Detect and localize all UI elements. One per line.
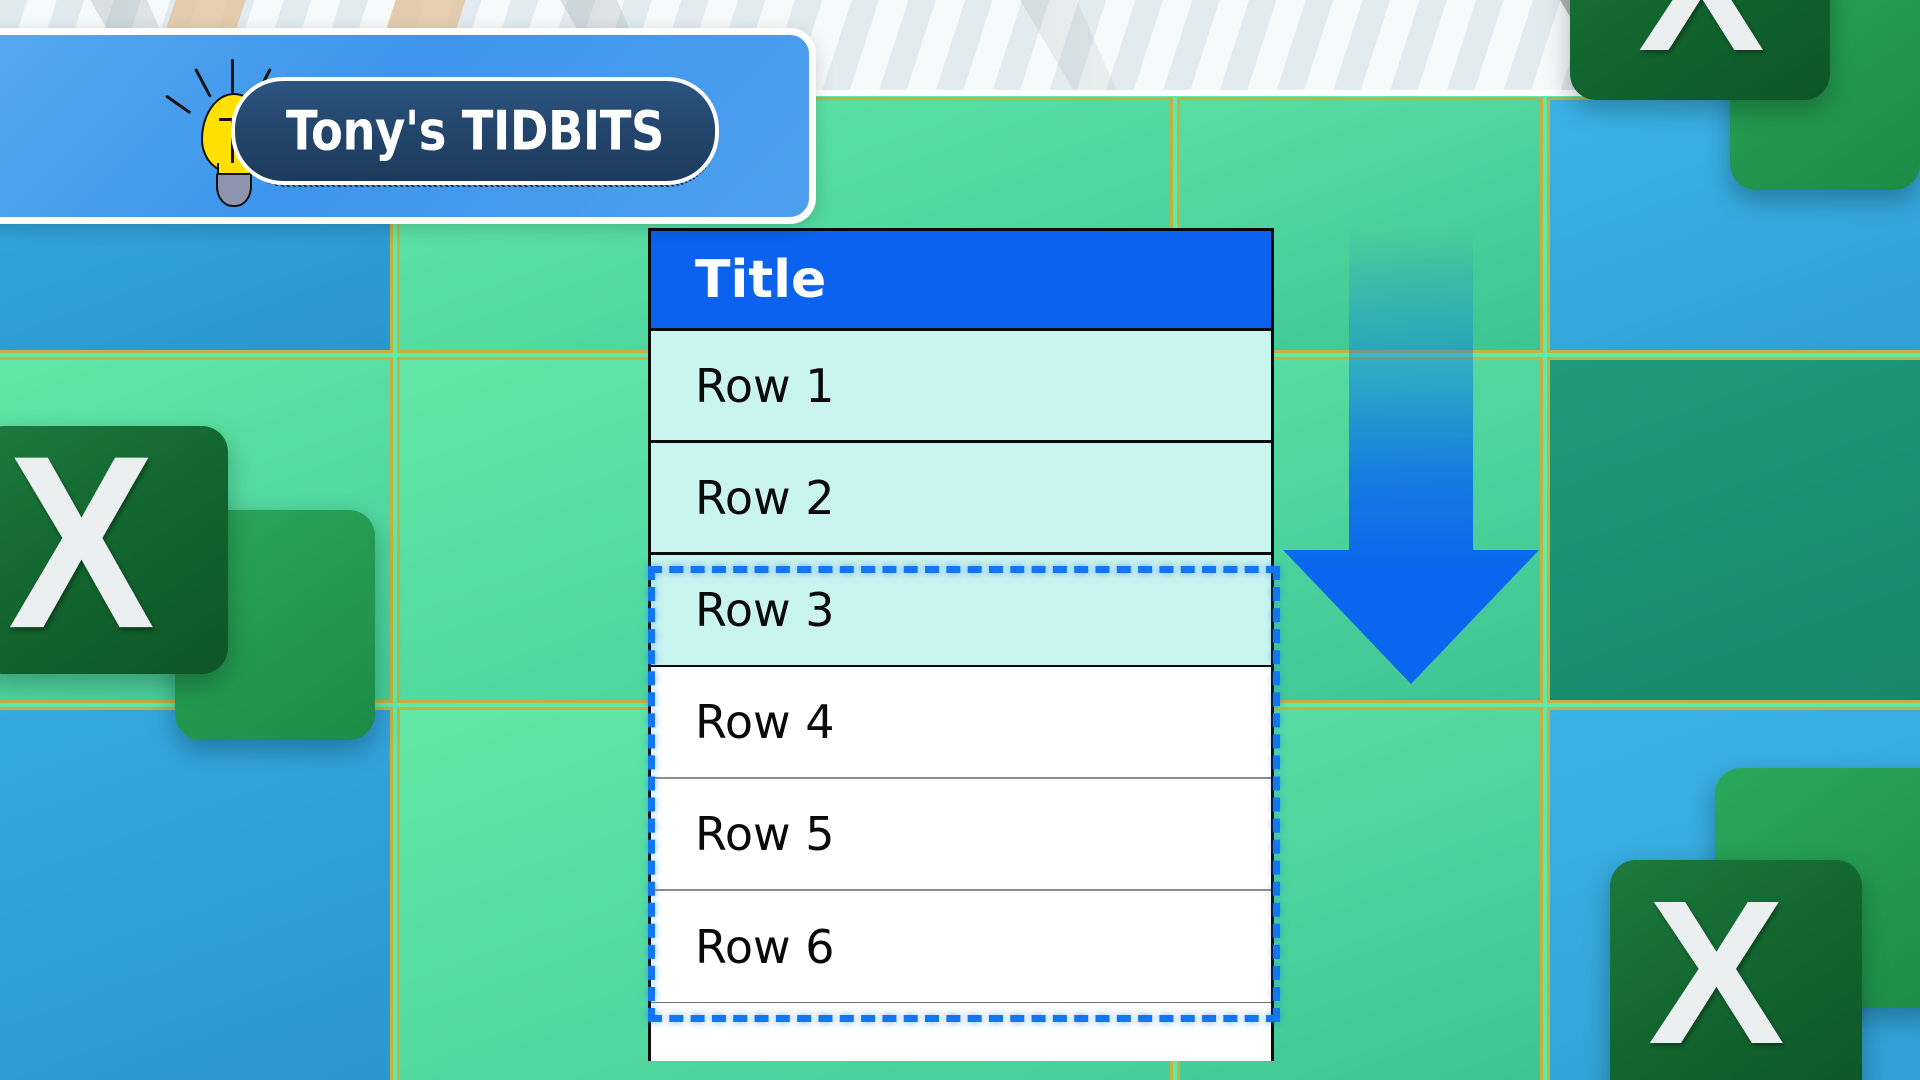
table-row-selected[interactable]: Row 6 <box>651 891 1271 1003</box>
table-row-selected[interactable]: Row 5 <box>651 779 1271 891</box>
table-cell-label: Row 6 <box>695 919 835 974</box>
table-row[interactable]: Row 1 <box>651 331 1271 443</box>
excel-card-front <box>1610 860 1862 1080</box>
table-row[interactable]: Row 2 <box>651 443 1271 555</box>
table-header-label: Title <box>695 249 827 310</box>
table-cell-label: Row 1 <box>695 358 835 413</box>
table-cell-label: Row 3 <box>695 583 835 637</box>
excel-app-icon-top-right: X <box>1560 0 1920 210</box>
excel-x-letter: X <box>8 404 155 680</box>
excel-x-letter: X <box>1648 858 1785 1080</box>
excel-app-icon-bottom-right: X <box>1580 740 1920 1080</box>
banner-plate: Tony's TIDBITS <box>231 77 719 185</box>
down-arrow-icon <box>1283 228 1539 684</box>
bulb-ray <box>194 68 212 98</box>
excel-app-icon-left: X <box>0 390 375 740</box>
tonys-tidbits-banner: Tony's TIDBITS <box>0 28 816 224</box>
excel-x-glyph <box>1020 0 1119 96</box>
bulb-base <box>216 173 252 207</box>
table-header-row: Title <box>651 231 1271 331</box>
excel-card-front <box>1570 0 1830 100</box>
data-table: Title Row 1 Row 2 Row 3 Row 4 Row 5 Row … <box>648 228 1274 1061</box>
excel-x-letter: X <box>1638 0 1765 80</box>
table-cell-label: Row 4 <box>695 695 835 749</box>
excel-card-front <box>0 426 228 674</box>
background-tile <box>0 710 390 1080</box>
table-cell-label: Row 2 <box>695 470 835 525</box>
table-cell-label: Row 5 <box>695 807 835 861</box>
bulb-ray <box>165 94 192 115</box>
table-row[interactable]: Row 3 <box>651 555 1271 667</box>
table-row-selected[interactable]: Row 4 <box>651 667 1271 779</box>
banner-title: Tony's TIDBITS <box>285 99 665 163</box>
background-tile <box>1550 360 1920 700</box>
table-empty-row[interactable] <box>651 1003 1271 1061</box>
bulb-ray <box>231 59 234 93</box>
